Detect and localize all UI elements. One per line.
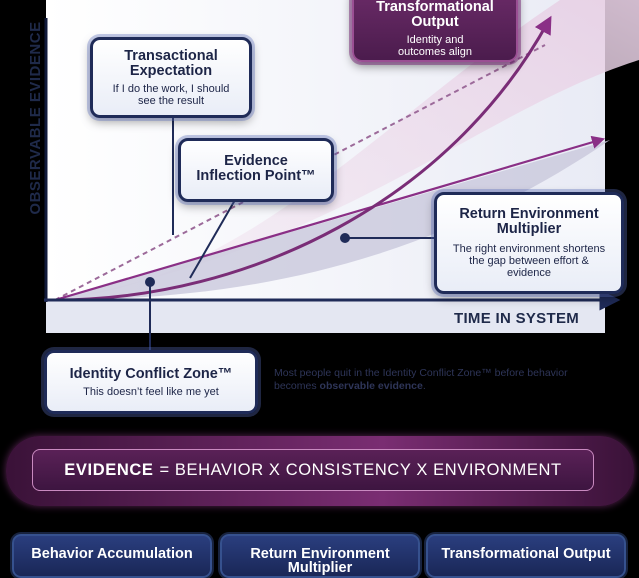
- evidence-curve: [54, 15, 552, 302]
- card-desc: Identity and outcomes align: [398, 34, 472, 58]
- card-title: Evidence Inflection Point™: [196, 153, 316, 184]
- y-axis-label: OBSERVABLE EVIDENCE: [27, 21, 44, 215]
- note-end: .: [422, 380, 426, 392]
- transformational-output-button[interactable]: Transformational Output: [426, 534, 626, 578]
- behavior-accumulation-button[interactable]: Behavior Accumulation: [12, 534, 212, 578]
- formula-box: EVIDENCE = BEHAVIOR X CONSISTENCY X ENVI…: [32, 449, 594, 491]
- card-desc: The right environment shortens the gap b…: [452, 243, 606, 279]
- card-title: Transactional Expectation: [124, 48, 218, 79]
- x-axis-band: [46, 300, 605, 333]
- return-env-dot: [340, 233, 350, 243]
- evidence-inflection-card: Evidence Inflection Point™: [178, 138, 334, 202]
- note-text: Most people quit in the Identity Conflic…: [274, 367, 568, 392]
- card-desc: If I do the work, I should see the resul…: [112, 83, 230, 107]
- formula-banner: EVIDENCE = BEHAVIOR X CONSISTENCY X ENVI…: [6, 436, 634, 506]
- transactional-expectation-line: [54, 44, 546, 301]
- identity-zone-dot: [145, 277, 155, 287]
- card-title: Return Environment Multiplier: [459, 206, 599, 237]
- growth-band: [55, 0, 639, 300]
- x-axis-label: TIME IN SYSTEM: [454, 310, 580, 327]
- transformational-output-card: Transformational Output Identity and out…: [352, 0, 518, 62]
- connector-inflection: [189, 199, 236, 279]
- formula-rest: = BEHAVIOR X CONSISTENCY X ENVIRONMENT: [159, 460, 562, 479]
- note-emphasis: observable evidence: [319, 380, 423, 392]
- return-environment-button[interactable]: Return Environment Multiplier: [220, 534, 420, 578]
- transactional-expectation-card: Transactional Expectation If I do the wo…: [90, 37, 252, 118]
- linear-effort-line: [54, 135, 606, 302]
- formula-lead: EVIDENCE: [64, 460, 154, 479]
- quit-zone-note: Most people quit in the Identity Conflic…: [274, 367, 604, 393]
- card-title: Identity Conflict Zone™: [69, 366, 233, 382]
- return-environment-card: Return Environment Multiplier The right …: [434, 192, 624, 294]
- identity-conflict-card: Identity Conflict Zone™ This doesn’t fee…: [44, 350, 258, 414]
- card-desc: This doesn’t feel like me yet: [83, 386, 219, 398]
- card-title: Transformational Output: [376, 0, 494, 30]
